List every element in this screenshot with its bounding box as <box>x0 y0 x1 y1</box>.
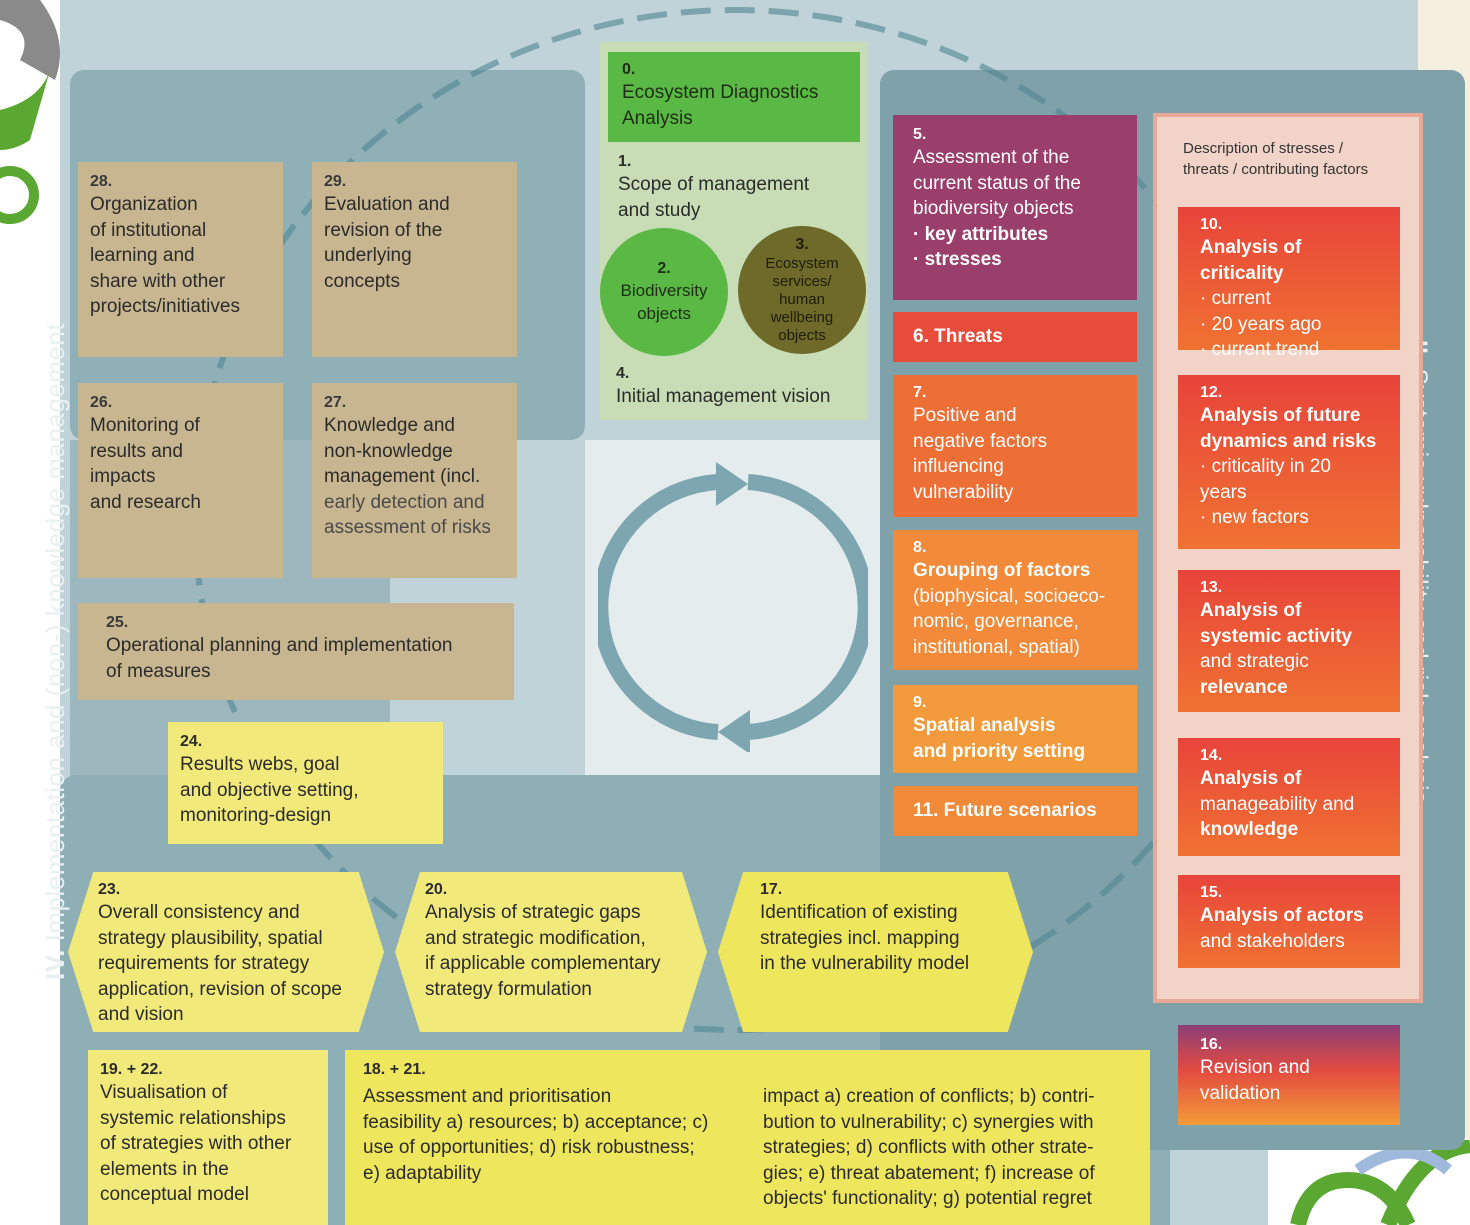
step-18-21-impact: impact a) creation of conflicts; b) cont… <box>763 1086 1095 1209</box>
step-1-box: 1. Scope of management and study <box>618 153 810 221</box>
step-7-box: 7. Positive and negative factors influen… <box>893 375 1137 517</box>
step-16-box: 16. Revision and validation <box>1178 1025 1400 1125</box>
step-2-biodiversity-circle: 2. Biodiversity objects <box>600 228 728 356</box>
step-19-22-box: 19. + 22. Visualisation of systemic rela… <box>88 1050 328 1225</box>
step-4-box: 4. Initial management vision <box>616 365 831 407</box>
step-18-21-box: 18. + 21. Assessment and prioritisation … <box>345 1050 1150 1225</box>
step-8-box: 8. Grouping of factors (biophysical, soc… <box>893 530 1137 670</box>
step-24-box: 24. Results webs, goal and objective set… <box>168 722 443 844</box>
step-11-box: 11. Future scenarios <box>893 786 1137 836</box>
step-29-box: 29. Evaluation and revision of the under… <box>312 162 517 357</box>
step-18-21-feasibility: Assessment and prioritisation feasibilit… <box>363 1086 709 1184</box>
step-20-box: 20. Analysis of strategic gaps and strat… <box>395 872 707 1032</box>
description-label: Description of stresses / threats / cont… <box>1183 140 1369 178</box>
step-13-box: 13. Analysis of systemic activity and st… <box>1178 570 1400 712</box>
step-14-box: 14. Analysis of manageability and knowle… <box>1178 738 1400 856</box>
step-6-box: 6. Threats <box>893 312 1137 362</box>
step-12-box: 12. Analysis of future dynamics and risk… <box>1178 375 1400 549</box>
step-17-box: 17. Identification of existing strategie… <box>718 872 1033 1032</box>
step-28-box: 28. Organization of institutional learni… <box>78 162 283 357</box>
step-3-ecosystem-circle: 3. Ecosystem services/ human wellbeing o… <box>738 226 866 354</box>
step-9-box: 9. Spatial analysis and priority setting <box>893 685 1137 773</box>
logo-top-left <box>0 0 60 224</box>
cycle-arrows-icon <box>598 462 868 752</box>
step-25-box: 25. Operational planning and implementat… <box>78 603 514 700</box>
step-5-box: 5. Assessment of the current status of t… <box>893 115 1137 300</box>
step-26-box: 26. Monitoring of results and impacts an… <box>78 383 283 578</box>
step-27-box: 27. Knowledge and non-knowledge manageme… <box>312 383 517 578</box>
center-area <box>585 440 880 775</box>
step-23-box: 23. Overall consistency and strategy pla… <box>68 872 384 1032</box>
step-15-box: 15. Analysis of actors and stakeholders <box>1178 875 1400 968</box>
step-0-box: 0. Ecosystem Diagnostics Analysis <box>608 52 860 142</box>
step-10-box: 10. Analysis of criticality · current · … <box>1178 207 1400 360</box>
side-label-left: IV. Implementation and (non-) knowledge … <box>40 322 70 980</box>
